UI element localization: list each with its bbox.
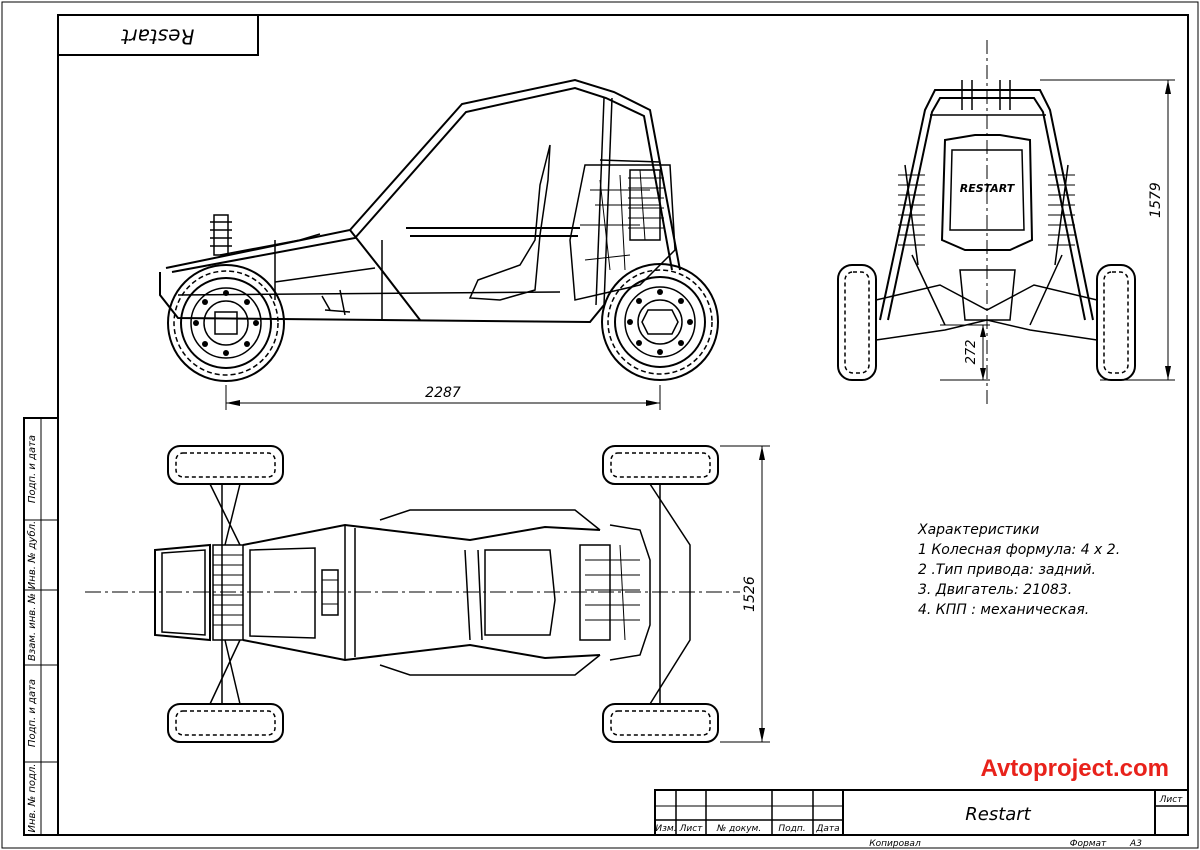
title-block-format-value: А3 (1129, 839, 1142, 849)
dimension-height: 1579 (1040, 79, 1175, 381)
specs-item-1: 1 Колесная формула: 4 х 2. (918, 542, 1120, 558)
side-strip: Подп. и дата Инв. № дубл. Взам. инв. № П… (23, 417, 59, 836)
side-strip-label-2: Инв. № дубл. (26, 521, 38, 589)
specs-item-2: 2 .Тип привода: задний. (918, 562, 1096, 578)
watermark-text: Avtoproject.com (981, 755, 1169, 782)
side-strip-label-5: Инв. № подл. (27, 764, 38, 833)
side-strip-label-1: Подп. и дата (27, 435, 38, 503)
specs-block: Характеристики 1 Колесная формула: 4 х 2… (917, 522, 1120, 618)
title-col-date: Дата (815, 824, 839, 834)
top-stamp-text: Restart (120, 25, 194, 49)
top-view (85, 445, 740, 743)
seat-logo: RESTART (960, 182, 1016, 195)
title-block-copied: Копировал (869, 839, 921, 849)
side-view (159, 78, 719, 382)
top-stamp: Restart (57, 14, 259, 56)
side-strip-label-3: Взам. инв. № (27, 593, 38, 661)
specs-heading: Характеристики (917, 522, 1039, 538)
title-col-list: Лист (679, 824, 704, 834)
title-col-sign: Подп. (778, 824, 805, 834)
side-strip-label-4: Подп. и дата (27, 679, 38, 747)
title-block-name: Restart (965, 804, 1031, 825)
specs-item-3: 3. Двигатель: 21083. (918, 582, 1072, 598)
dimension-clearance: 272 (940, 324, 990, 381)
title-col-izm: Изм. (655, 824, 676, 834)
title-col-doc: № докум. (716, 824, 761, 834)
title-block-format-label: Формат (1070, 839, 1107, 849)
specs-item-4: 4. КПП : механическая. (918, 602, 1089, 618)
dimension-track-text: 1526 (742, 576, 758, 612)
dimension-clearance-text: 272 (964, 340, 979, 365)
front-view: RESTART (837, 40, 1136, 408)
dimension-wheelbase: 2287 (225, 385, 661, 410)
dimension-height-text: 1579 (1148, 182, 1164, 218)
dimension-wheelbase-text: 2287 (425, 385, 461, 401)
title-block: Изм. Лист № докум. Подп. Дата Restart Ли… (654, 789, 1189, 849)
title-block-sheet-label: Лист (1159, 795, 1184, 805)
dimension-track: 1526 (720, 445, 770, 743)
